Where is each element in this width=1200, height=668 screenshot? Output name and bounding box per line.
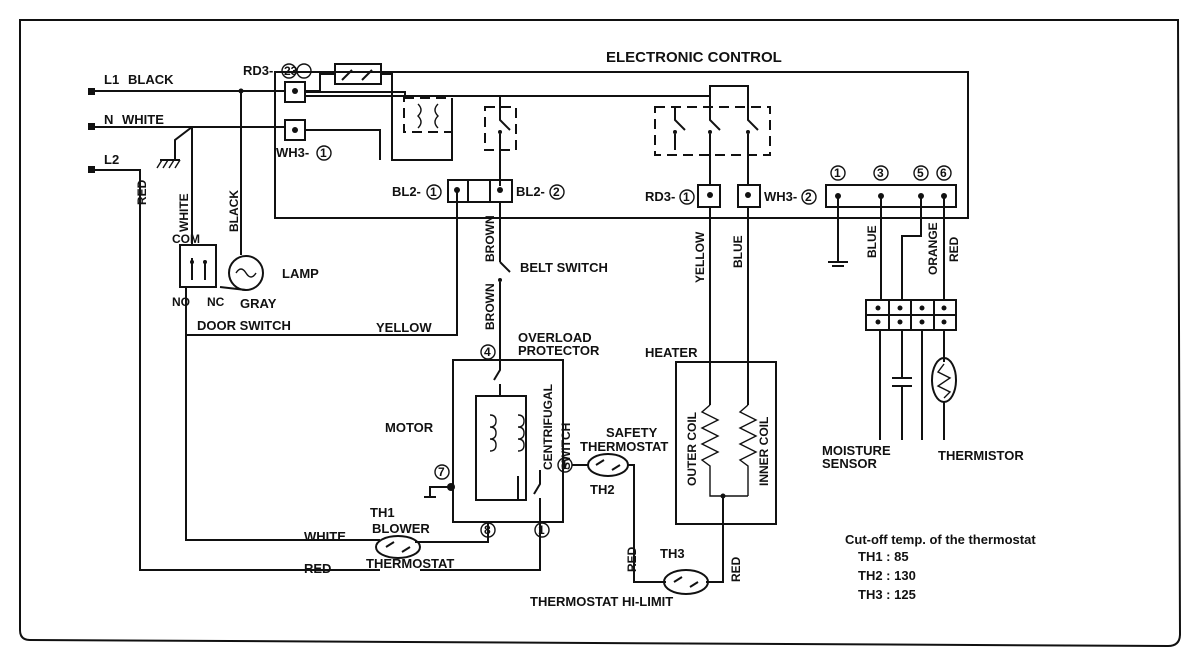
svg-text:THERMOSTAT HI-LIMIT: THERMOSTAT HI-LIMIT (530, 594, 673, 609)
sensor-ground-icon (828, 196, 848, 267)
diagram-title: ELECTRONIC CONTROL (606, 49, 782, 66)
th1-blower-thermostat: TH1 BLOWER THERMOSTAT WHITE RED (304, 505, 454, 576)
svg-text:NO: NO (172, 295, 190, 309)
supply-n: N WHITE (88, 112, 284, 130)
svg-text:RED: RED (729, 556, 743, 582)
svg-text:MOTOR: MOTOR (385, 420, 434, 435)
svg-text:BLOWER: BLOWER (372, 521, 430, 536)
svg-text:1: 1 (430, 185, 437, 199)
wire-label-yellow-left: YELLOW (376, 320, 432, 335)
terminal-5: 5 (917, 166, 924, 180)
svg-text:RED: RED (947, 236, 961, 262)
th3-hi-limit-thermostat: TH3 RED RED THERMOSTAT HI-LIMIT (530, 546, 743, 609)
svg-text:BLUE: BLUE (865, 225, 879, 258)
main-relay[interactable] (304, 63, 453, 161)
svg-text:LAMP: LAMP (282, 266, 319, 281)
svg-text:RD3-: RD3- (243, 63, 273, 78)
svg-text:2: 2 (805, 190, 812, 204)
terminal-1: 1 (834, 166, 841, 180)
svg-text:PROTECTOR: PROTECTOR (518, 343, 600, 358)
svg-text:4: 4 (484, 345, 491, 359)
wh3-left-connector: WH3- 1 (276, 119, 381, 161)
cutoff-table: Cut-off temp. of the thermostat TH1 : 85… (845, 532, 1036, 602)
svg-text:COM: COM (172, 232, 200, 246)
electronic-control-box (274, 71, 969, 219)
cutoff-row-th3: TH3 : 125 (858, 587, 916, 602)
thermistor-label: THERMISTOR (938, 448, 1024, 463)
svg-text:TH2: TH2 (590, 482, 615, 497)
supply-l2: L2 (88, 152, 380, 571)
svg-text:TH1: TH1 (370, 505, 395, 520)
svg-text:RED: RED (625, 546, 639, 572)
svg-text:1: 1 (538, 523, 545, 537)
sensor-terminal-block: 1 3 5 6 (825, 165, 957, 208)
svg-text:ORANGE: ORANGE (926, 222, 940, 275)
svg-text:BROWN: BROWN (483, 283, 497, 330)
svg-text:1: 1 (561, 458, 568, 472)
door-switch[interactable]: COM NO NC DOOR SWITCH (172, 232, 291, 333)
svg-text:WHITE: WHITE (122, 112, 164, 127)
terminal-6: 6 (940, 166, 947, 180)
svg-text:23: 23 (284, 64, 298, 78)
relay-heater (654, 96, 771, 186)
svg-text:HEATER: HEATER (645, 345, 698, 360)
svg-text:BROWN: BROWN (483, 215, 497, 262)
svg-text:OUTER COIL: OUTER COIL (685, 412, 699, 486)
svg-text:2: 2 (553, 185, 560, 199)
svg-text:OVERLOAD: OVERLOAD (518, 330, 592, 345)
svg-text:1: 1 (320, 146, 327, 160)
rd3-wh3-right-connectors: RD3- 1 WH3- 2 (645, 184, 817, 208)
svg-text:L2: L2 (104, 152, 119, 167)
svg-text:RED: RED (304, 561, 331, 576)
svg-text:GRAY: GRAY (240, 296, 277, 311)
supply-l1: L1 BLACK (88, 72, 284, 95)
svg-text:INNER COIL: INNER COIL (757, 417, 771, 486)
cutoff-row-th1: TH1 : 85 (858, 549, 909, 564)
svg-text:7: 7 (438, 465, 445, 479)
belt-switch[interactable]: BELT SWITCH BROWN BROWN (483, 202, 608, 350)
svg-text:CENTRIFUGAL: CENTRIFUGAL (541, 384, 555, 470)
outer-border (19, 19, 1182, 648)
terminal-3: 3 (877, 166, 884, 180)
svg-text:L1: L1 (104, 72, 119, 87)
cutoff-heading: Cut-off temp. of the thermostat (845, 532, 1036, 547)
svg-text:BLUE: BLUE (731, 235, 745, 268)
svg-text:NC: NC (207, 295, 225, 309)
rd3-top-connector: RD3- 23 (243, 63, 312, 103)
heater: HEATER YELLOW BLUE OUTER COIL INNER COIL (645, 207, 777, 583)
svg-text:WH3-: WH3- (764, 189, 797, 204)
svg-text:N: N (104, 112, 113, 127)
svg-text:BLACK: BLACK (128, 72, 174, 87)
wire-label-red-l2: RED (135, 179, 149, 205)
svg-text:THERMOSTAT: THERMOSTAT (580, 439, 668, 454)
lamp-icon: LAMP GRAY (219, 255, 319, 311)
relay-belt (484, 106, 517, 186)
svg-text:DOOR SWITCH: DOOR SWITCH (197, 318, 291, 333)
svg-text:1: 1 (683, 190, 690, 204)
bl2-connector: BL2- 1 BL2- 2 (392, 179, 565, 203)
moisture-sensor-label-2: SENSOR (822, 456, 878, 471)
svg-text:RD3-: RD3- (645, 189, 675, 204)
svg-text:BL2-: BL2- (392, 184, 421, 199)
svg-text:YELLOW: YELLOW (693, 231, 707, 283)
wire-label-black: BLACK (227, 190, 241, 232)
svg-text:BELT SWITCH: BELT SWITCH (520, 260, 608, 275)
motor: MOTOR 4 OVERLOAD PROTECTOR CENTRIFUGAL S… (385, 330, 600, 571)
wire-label-white: WHITE (177, 193, 191, 232)
yellow-wire (186, 190, 458, 336)
svg-text:WH3-: WH3- (276, 145, 309, 160)
svg-text:THERMOSTAT: THERMOSTAT (366, 556, 454, 571)
th2-safety-thermostat: SAFETY THERMOSTAT 1 TH2 (557, 425, 668, 583)
svg-text:BL2-: BL2- (516, 184, 545, 199)
sensor-wiring: BLUE ORANGE RED (865, 196, 961, 440)
door-switch-yellow-wire (185, 287, 380, 541)
svg-text:TH3: TH3 (660, 546, 685, 561)
ground-icon (156, 126, 193, 169)
cutoff-row-th2: TH2 : 130 (858, 568, 916, 583)
moisture-sensor-label: MOISTURE (822, 443, 891, 458)
svg-text:SAFETY: SAFETY (606, 425, 658, 440)
control-bus (305, 85, 749, 107)
svg-text:WHITE: WHITE (304, 529, 346, 544)
